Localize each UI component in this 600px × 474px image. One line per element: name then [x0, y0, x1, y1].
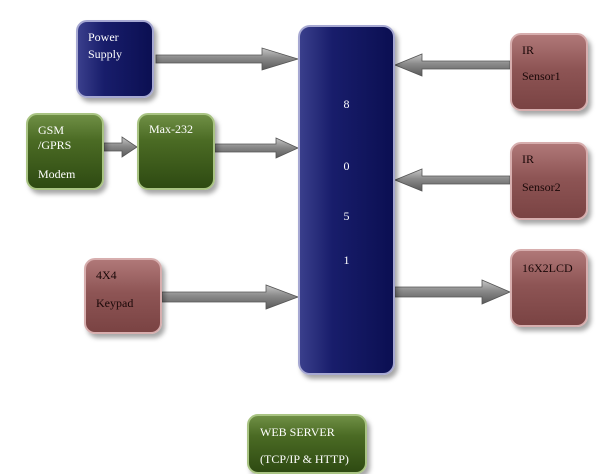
mcu-char-5: 5	[343, 209, 350, 223]
ir-sensor1-label-line1: IR	[522, 43, 534, 57]
microcontroller-8051-block: 8 0 5 1	[298, 25, 395, 375]
gsm-gprs-modem-block: GSM /GPRS Modem	[26, 113, 104, 190]
connection-arrows	[103, 47, 512, 310]
gsm-label-line3: Modem	[38, 167, 76, 181]
arrow-ir1-to-mcu	[393, 53, 511, 77]
arrow-keypad-to-mcu	[161, 284, 300, 310]
max232-label: Max-232	[149, 122, 193, 136]
lcd-16x2-block: 16X2LCD	[510, 249, 588, 327]
web-server-label-line2: (TCP/IP & HTTP)	[260, 452, 349, 466]
power-supply-label-line1: Power	[88, 30, 119, 44]
keypad-label-line1: 4X4	[96, 268, 117, 282]
arrow-max232-to-mcu	[214, 137, 299, 159]
ir-sensor2-label-line2: Sensor2	[522, 180, 561, 194]
power-supply-label-line2: Supply	[88, 47, 123, 61]
gsm-label-line1: GSM	[38, 123, 65, 137]
arrow-power-to-mcu	[155, 47, 300, 71]
gsm-label-line2: /GPRS	[38, 138, 72, 152]
keypad-label-line2: Keypad	[96, 296, 134, 310]
mcu-char-0: 0	[343, 159, 350, 173]
power-supply-block: Power Supply	[76, 20, 154, 98]
mcu-char-1: 1	[343, 253, 350, 267]
arrow-mcu-to-lcd	[394, 279, 512, 305]
ir-sensor1-label-line2: Sensor1	[522, 69, 561, 83]
ir-sensor2-label-line1: IR	[522, 152, 534, 166]
ir-sensor2-block: IR Sensor2	[510, 142, 588, 220]
lcd-label: 16X2LCD	[522, 261, 573, 275]
arrow-gsm-to-max232	[103, 136, 138, 158]
keypad-block: 4X4 Keypad	[84, 258, 162, 334]
arrow-ir2-to-mcu	[393, 168, 511, 192]
web-server-label-line1: WEB SERVER	[260, 425, 335, 439]
mcu-char-8: 8	[343, 97, 350, 111]
max232-block: Max-232	[137, 113, 215, 190]
web-server-block: WEB SERVER (TCP/IP & HTTP)	[247, 414, 367, 474]
ir-sensor1-block: IR Sensor1	[510, 33, 588, 111]
